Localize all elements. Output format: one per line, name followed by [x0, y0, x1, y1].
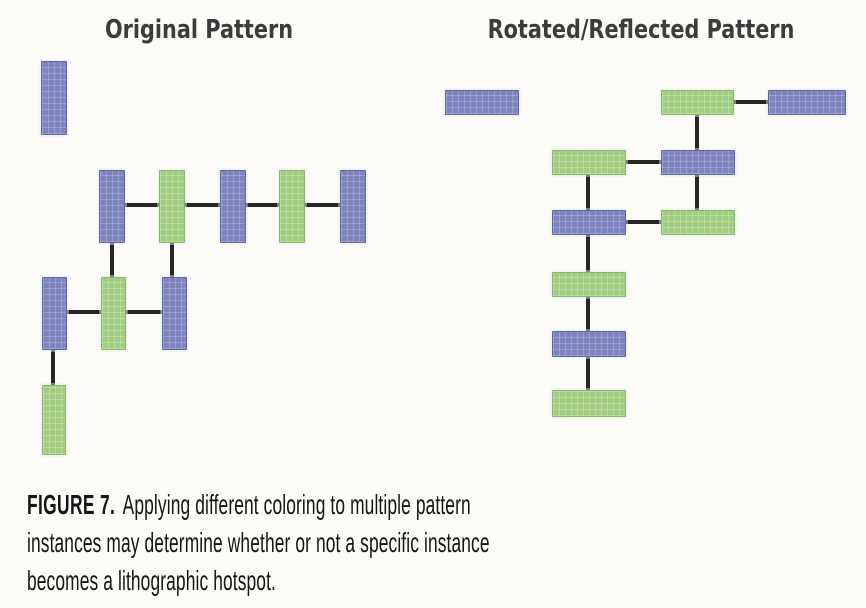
rect-blue	[768, 90, 846, 115]
connector-line	[695, 112, 699, 153]
rect-green	[279, 170, 305, 243]
caption-line-2: instances may determine whether or not a…	[27, 527, 490, 558]
original-pattern-title: Original Pattern	[104, 15, 294, 45]
rect-blue	[340, 170, 366, 243]
connector-line	[110, 240, 114, 280]
rect-blue	[162, 277, 187, 350]
connector-line	[622, 160, 664, 164]
figure-caption: FIGURE 7.Applying different coloring to …	[27, 486, 535, 600]
connector-line	[586, 172, 590, 213]
caption-line-1: FIGURE 7.Applying different coloring to …	[27, 486, 535, 524]
rect-blue	[41, 61, 67, 135]
connector-line	[586, 354, 590, 393]
rect-blue	[661, 150, 735, 175]
connector-line	[695, 172, 699, 213]
rotated-reflected-pattern-title: Rotated/Reflected Pattern	[487, 15, 795, 45]
rect-blue	[552, 210, 626, 235]
connector-line	[51, 347, 55, 388]
rect-green	[661, 210, 735, 235]
rect-green	[552, 150, 626, 175]
figure-label: FIGURE 7.	[27, 489, 116, 520]
connector-line	[622, 220, 664, 224]
rect-green	[42, 385, 66, 455]
rect-blue	[99, 170, 125, 243]
rect-blue	[220, 170, 246, 243]
rect-green	[159, 170, 185, 243]
connector-line	[586, 294, 590, 334]
rect-green	[101, 277, 126, 350]
rect-blue	[552, 331, 626, 357]
rect-green	[661, 90, 734, 115]
connector-line	[586, 232, 590, 275]
rect-blue	[42, 277, 67, 350]
caption-line-3: becomes a lithographic hotspot.	[27, 565, 276, 596]
rect-blue	[445, 90, 519, 115]
caption-line-1-text: Applying different coloring to multiple …	[122, 489, 471, 520]
connector-line	[170, 240, 174, 280]
rect-green	[552, 390, 626, 417]
rect-green	[552, 272, 626, 297]
connector-line	[730, 100, 772, 104]
